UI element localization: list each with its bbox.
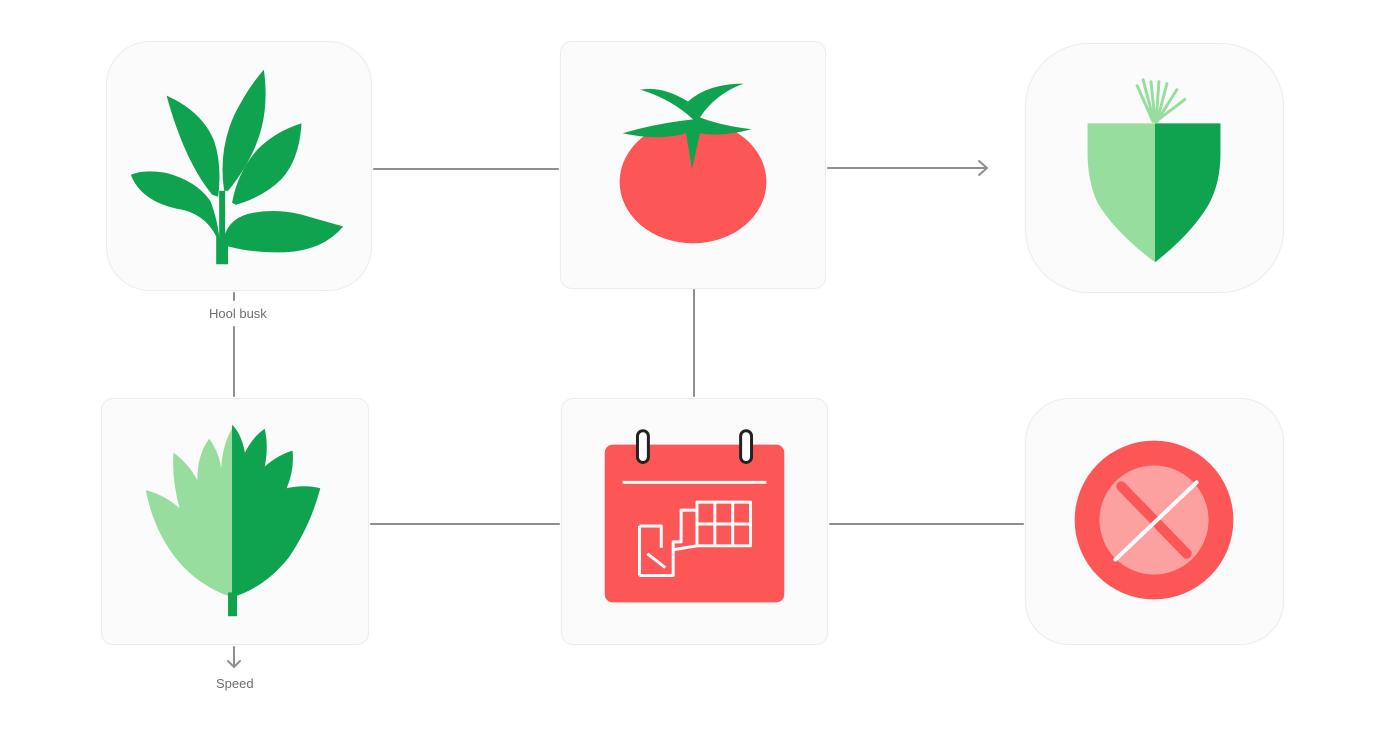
prohibited-icon: [1074, 440, 1234, 600]
arrowhead-right: [978, 160, 989, 176]
plant-card: [106, 41, 372, 291]
no-symbol-card: [1025, 398, 1284, 645]
arrowhead-down: [227, 660, 241, 669]
plant-sprig-icon: [130, 69, 344, 265]
label-top-left: Hool busk: [209, 306, 267, 321]
calendar-card: [561, 398, 828, 645]
tomato-card: [560, 41, 826, 289]
tomato-icon: [619, 83, 767, 244]
half-green-shield-icon: [1087, 78, 1221, 263]
split-leaf-icon: [145, 424, 321, 617]
label-speed: Speed: [216, 676, 254, 691]
leaf-split-card: [101, 398, 369, 645]
shield-card: [1025, 43, 1284, 293]
calendar-floorplan-icon: [604, 429, 785, 603]
